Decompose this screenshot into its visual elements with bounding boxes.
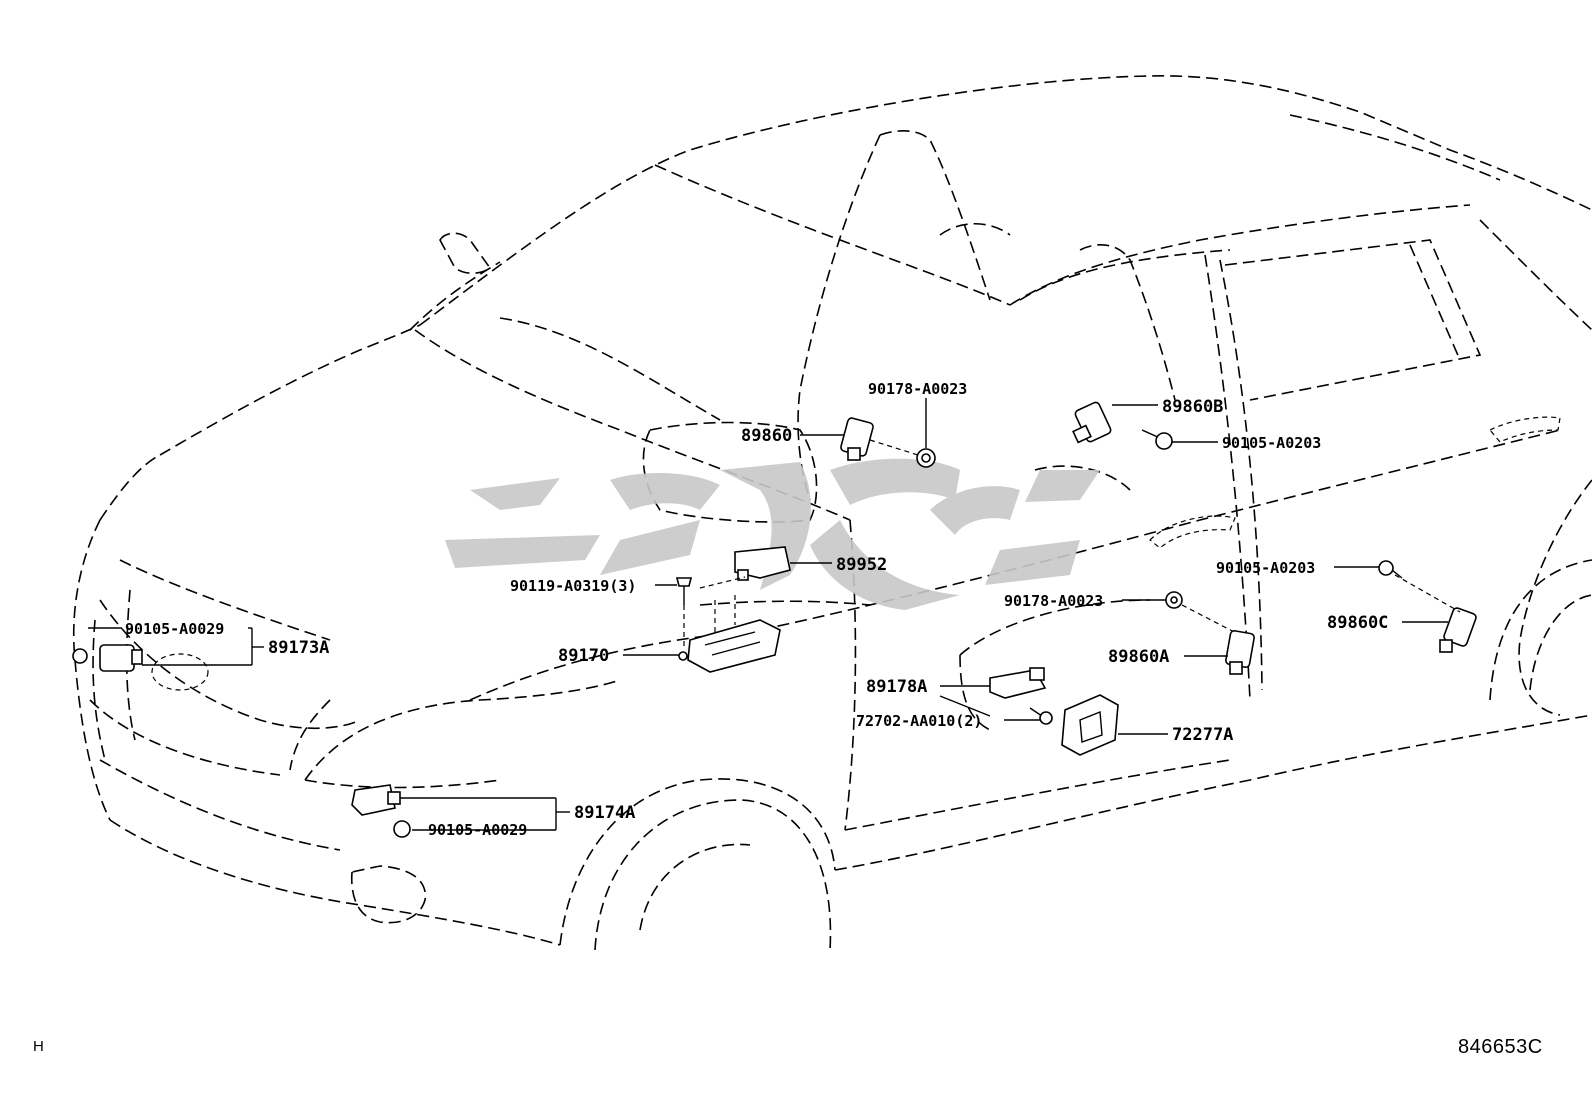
part-labels: 89860 90178-A0023 89860B 90105-A0203 899… [125, 380, 1388, 839]
part-89860-sensor [800, 417, 874, 461]
part-89174A-sensor [351, 784, 570, 838]
label-89952: 89952 [836, 555, 887, 575]
part-90178-nut-top [869, 398, 936, 468]
label-90105-a0203-right: 90105-A0203 [1216, 559, 1315, 577]
label-72702-aa010: 72702-AA010(2) [856, 712, 982, 730]
part-89173A-sensor [72, 627, 264, 672]
part-89170-airbag-ecu [623, 619, 781, 673]
part-89860B-sensor [1072, 401, 1158, 444]
label-90105-a0203-top: 90105-A0203 [1222, 434, 1321, 452]
part-89860C-sensor [1394, 574, 1477, 653]
label-89173A: 89173A [268, 638, 329, 658]
part-90105-A0203-bolt-top [1141, 429, 1218, 450]
part-90105-A0203-bolt-right [1334, 560, 1403, 579]
car-outline [72, 75, 1592, 951]
part-90178-nut-mid [1122, 591, 1241, 636]
part-89952-sensor [699, 546, 832, 640]
label-72277A: 72277A [1172, 725, 1233, 745]
part-72277A-bracket [1061, 694, 1168, 756]
parts [72, 398, 1477, 838]
part-90119-screw [655, 577, 693, 650]
part-89178A-sensor [939, 667, 1047, 717]
part-89860A-sensor [1184, 630, 1255, 675]
label-89178A: 89178A [866, 677, 927, 697]
label-90105-a0029-bottom: 90105-A0029 [428, 821, 527, 839]
part-72702-screw [1004, 707, 1053, 725]
label-90178-a0023-mid: 90178-A0023 [1004, 592, 1103, 610]
label-90105-a0029-left: 90105-A0029 [125, 620, 224, 638]
label-90119-a0319: 90119-A0319(3) [510, 577, 636, 595]
label-89860B: 89860B [1162, 397, 1223, 417]
label-89860: 89860 [741, 426, 792, 446]
page-code-label: H [33, 1038, 44, 1055]
label-89174A: 89174A [574, 803, 635, 823]
label-89860C: 89860C [1327, 613, 1388, 633]
diagram-id-label: 846653C [1458, 1036, 1543, 1058]
label-89170: 89170 [558, 646, 609, 666]
label-90178-a0023-top: 90178-A0023 [868, 380, 967, 398]
label-89860A: 89860A [1108, 647, 1169, 667]
